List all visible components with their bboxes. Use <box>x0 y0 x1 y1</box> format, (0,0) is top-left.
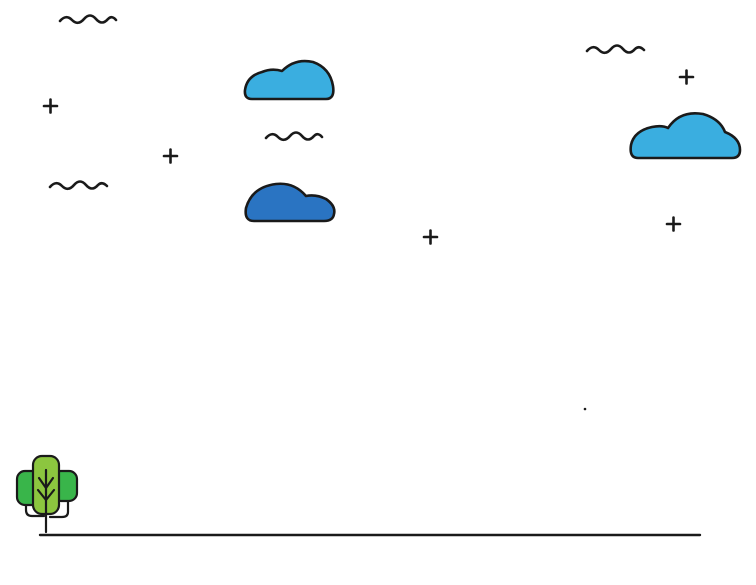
dot-mark <box>583 407 587 411</box>
sparkle-icon <box>42 98 59 114</box>
bird-icon <box>585 44 646 55</box>
cloud-icon <box>244 182 336 223</box>
tree-icon <box>15 454 79 534</box>
bird-icon <box>48 180 109 191</box>
sparkle-icon <box>162 148 179 164</box>
sparkle-icon <box>678 69 695 85</box>
bird-icon <box>264 131 324 142</box>
cloud-icon <box>243 59 335 101</box>
bird-icon <box>58 14 118 25</box>
sparkle-icon <box>665 216 682 232</box>
cloud-icon <box>629 112 742 160</box>
sparkle-icon <box>422 229 439 245</box>
